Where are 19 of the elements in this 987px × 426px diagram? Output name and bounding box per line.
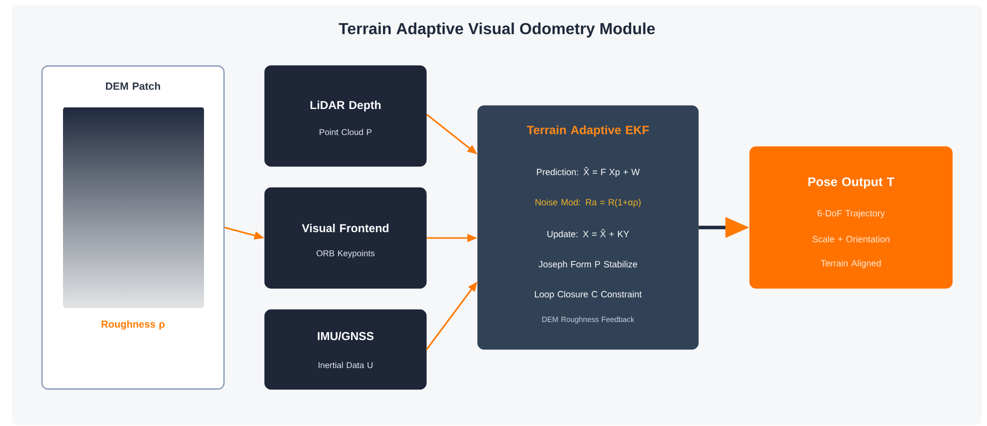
label: Terrain Aligned — [820, 260, 881, 268]
label: Update: X = X̂ + KY — [547, 229, 630, 239]
label: ORB Keypoints — [316, 250, 374, 258]
label: 6-DoF Trajectory — [818, 210, 885, 218]
heading: DEM Patch — [106, 82, 160, 90]
label: Noise Mod: Ra = R(1+αρ) — [536, 198, 641, 208]
heading: Terrain Adaptive EKF — [526, 125, 649, 137]
label: Roughness ρ — [102, 320, 165, 330]
label: Prediction: X̂ = F Xp + W — [536, 167, 640, 177]
label: Scale + Orientation — [812, 236, 890, 242]
heading: IMU/GNSS — [318, 332, 374, 340]
label: Inertial Data U — [318, 362, 372, 368]
heading: LiDAR Depth — [310, 100, 381, 112]
label: Loop Closure C Constraint — [534, 290, 642, 300]
heading: Pose Output T — [808, 177, 894, 189]
title: Terrain Adaptive Visual Odometry Module — [338, 22, 655, 38]
label: Point Cloud P — [320, 128, 372, 136]
heading: Visual Frontend — [302, 224, 388, 232]
label: Joseph Form P Stabilize — [538, 260, 638, 270]
